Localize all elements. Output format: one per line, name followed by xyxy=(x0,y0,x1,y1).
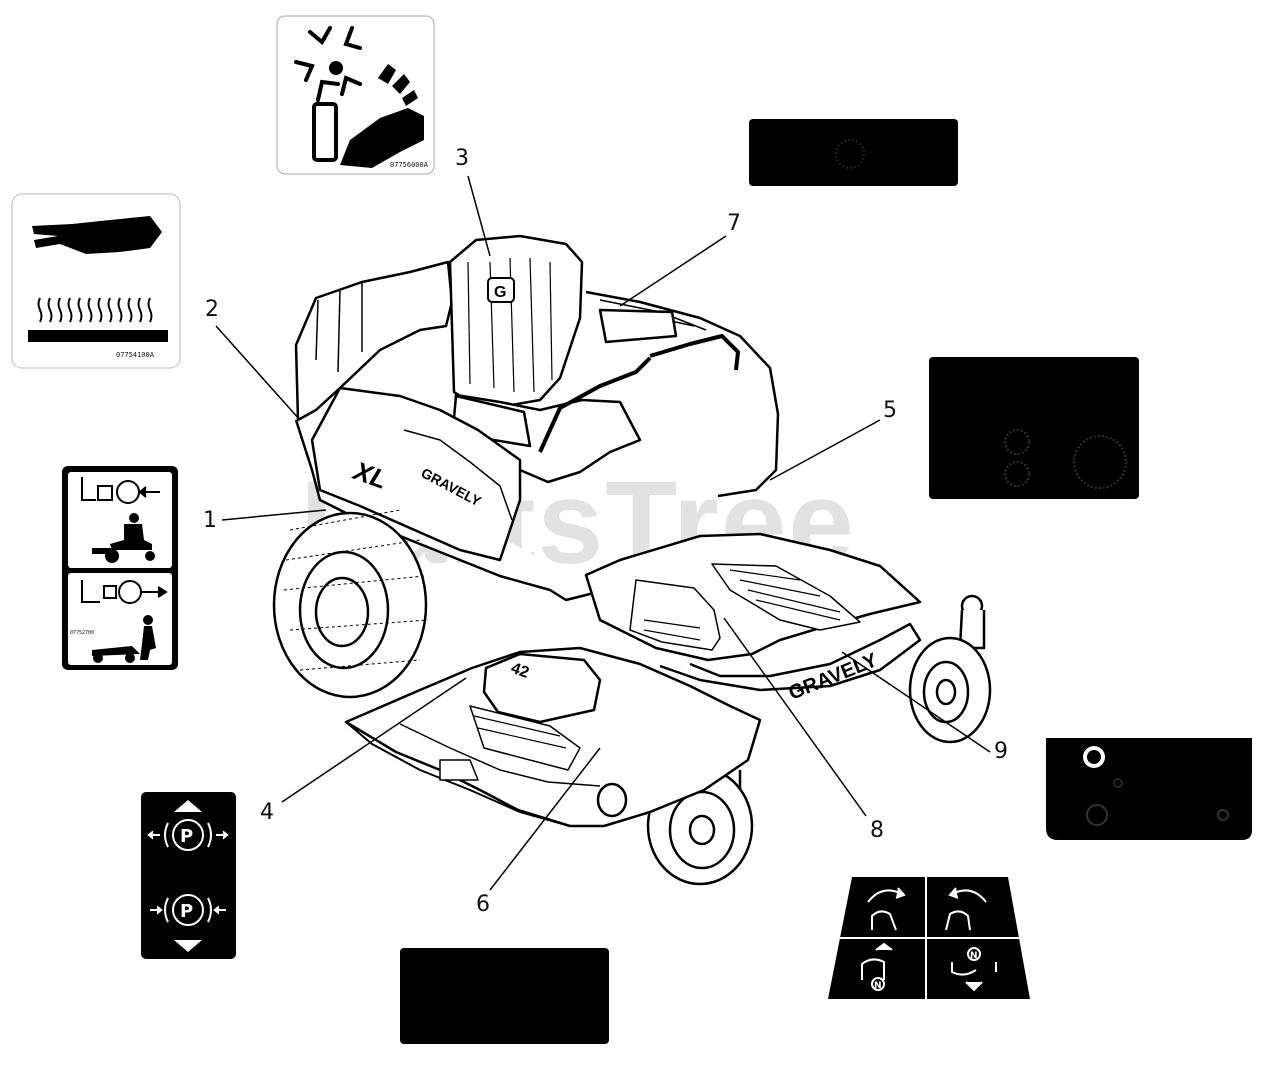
operator-black-decal[interactable] xyxy=(1046,738,1252,840)
walking-operator-icon xyxy=(92,615,156,663)
parking-brake-glyph-top: P xyxy=(180,826,193,847)
instrument-black-decal[interactable] xyxy=(929,357,1139,499)
callout-7[interactable]: 7 xyxy=(727,211,741,236)
heat-wave-icon xyxy=(37,297,153,323)
leader-7 xyxy=(619,235,727,307)
front-caster-right xyxy=(908,594,992,744)
gauge-icon xyxy=(1073,435,1127,489)
leader-9 xyxy=(841,651,991,753)
callout-8[interactable]: 8 xyxy=(870,818,884,843)
lap-bar-left xyxy=(538,356,652,453)
callout-9[interactable]: 9 xyxy=(994,739,1008,764)
gauge-icon xyxy=(1004,461,1030,487)
parking-brake-icon xyxy=(172,894,204,926)
callout-4[interactable]: 4 xyxy=(260,800,274,825)
reverse-icon xyxy=(945,887,987,931)
armrest-right xyxy=(598,308,678,344)
neutral-glyph-down: N xyxy=(970,951,978,961)
leader-5 xyxy=(769,419,881,481)
zero-turn-mower-drawing xyxy=(272,234,992,886)
dash-panel xyxy=(310,386,522,562)
lap-bar-right xyxy=(649,334,740,371)
leader-lines xyxy=(215,175,991,891)
rotating-parts-decal[interactable] xyxy=(276,15,435,175)
throttle-code: 07752700 xyxy=(70,630,95,636)
leader-1 xyxy=(221,509,327,521)
parking-brake-icon xyxy=(172,819,204,851)
forward-icon xyxy=(867,887,906,931)
leader-8 xyxy=(723,617,867,817)
front-frame xyxy=(659,622,922,692)
gauge-icon xyxy=(1004,429,1030,455)
leader-4 xyxy=(281,677,467,803)
neutral-glyph-up: N xyxy=(874,981,882,991)
blank-black-decal-top[interactable] xyxy=(749,119,958,186)
leader-2 xyxy=(215,325,301,421)
rotating-parts-code: 07756000A xyxy=(390,161,428,169)
seat-logo: G xyxy=(494,284,506,301)
arrow-down-icon xyxy=(174,940,202,952)
parking-brake-decal[interactable] xyxy=(141,792,236,959)
arrow-up-icon xyxy=(174,800,202,812)
callout-6[interactable]: 6 xyxy=(476,892,490,917)
leader-6 xyxy=(489,747,601,891)
motion-control-decal[interactable] xyxy=(828,877,1030,999)
rear-tire-left xyxy=(272,509,429,699)
callout-5[interactable]: 5 xyxy=(883,398,897,423)
hot-surface-decal[interactable] xyxy=(11,193,181,369)
neutral-down-icon xyxy=(951,947,997,992)
blank-black-decal-bottom[interactable] xyxy=(400,948,609,1044)
callout-2[interactable]: 2 xyxy=(205,297,219,322)
hand-icon xyxy=(32,216,162,254)
leader-3 xyxy=(467,175,491,257)
hand-icon xyxy=(340,108,424,168)
fan-hub-icon xyxy=(329,61,343,75)
deck-size-label: 42 xyxy=(509,660,532,682)
callout-3[interactable]: 3 xyxy=(455,146,469,171)
neutral-up-icon xyxy=(861,942,893,991)
parking-brake-glyph-bottom: P xyxy=(180,901,193,922)
rider-mower-icon xyxy=(92,513,155,563)
throttle-choke-decal[interactable] xyxy=(62,466,178,670)
callout-1[interactable]: 1 xyxy=(203,508,217,533)
discharge-chute xyxy=(482,652,602,724)
hot-surface-code: 07754100A xyxy=(116,351,154,359)
hot-surface-bar xyxy=(28,330,168,342)
